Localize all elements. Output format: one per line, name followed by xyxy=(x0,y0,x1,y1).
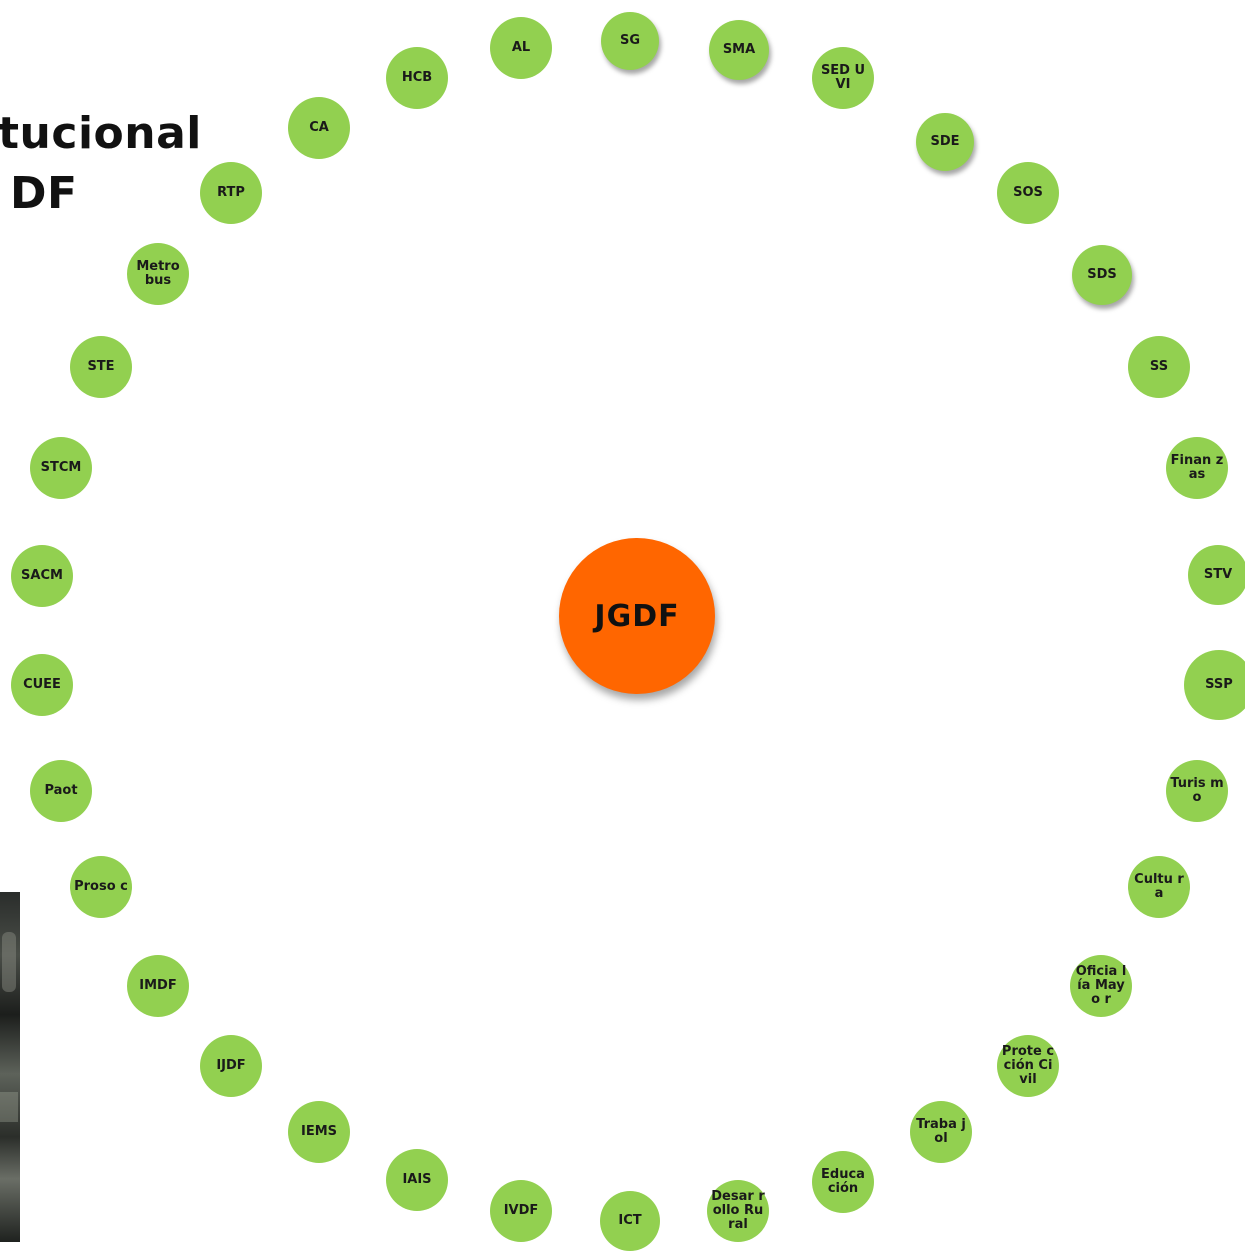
node-turismo: Turis mo xyxy=(1166,760,1228,822)
background-photo xyxy=(0,892,20,1242)
node-educacion: Educa ción xyxy=(812,1151,874,1213)
title-line-1: tucional xyxy=(0,108,202,159)
node-ivdf: IVDF xyxy=(490,1180,552,1242)
node-desarrollo-rural: Desar rollo Rural xyxy=(707,1180,769,1242)
node-cultura: Cultu ra xyxy=(1128,856,1190,918)
node-finanzas: Finan zas xyxy=(1166,437,1228,499)
node-iems: IEMS xyxy=(288,1101,350,1163)
node-cuee: CUEE xyxy=(11,654,73,716)
node-sds: SDS xyxy=(1072,245,1132,305)
node-imdf: IMDF xyxy=(127,955,189,1017)
node-sos: SOS xyxy=(997,162,1059,224)
node-rtp: RTP xyxy=(200,162,262,224)
node-al: AL xyxy=(490,17,552,79)
node-oficialia-mayor: Oficia lía Mayo r xyxy=(1070,955,1132,1017)
node-trabajo: Traba jol xyxy=(910,1101,972,1163)
node-ca: CA xyxy=(288,97,350,159)
node-ijdf: IJDF xyxy=(200,1035,262,1097)
node-sg: SG xyxy=(601,12,659,70)
node-metrobus: Metro bus xyxy=(127,243,189,305)
node-stv: STV xyxy=(1188,545,1245,605)
node-seduvi: SED UVI xyxy=(812,47,874,109)
node-sacm: SACM xyxy=(11,545,73,607)
node-ict: ICT xyxy=(600,1191,660,1251)
node-iais: IAIS xyxy=(386,1149,448,1211)
center-node-jgdf: JGDF xyxy=(559,538,715,694)
node-proteccion-civil: Prote cción Civil xyxy=(997,1035,1059,1097)
node-sma: SMA xyxy=(709,20,769,80)
node-stcm: STCM xyxy=(30,437,92,499)
node-paot: Paot xyxy=(30,760,92,822)
node-ste: STE xyxy=(70,336,132,398)
node-ssp: SSP xyxy=(1184,650,1245,720)
title-line-2: DF xyxy=(10,168,78,219)
node-sde: SDE xyxy=(916,113,974,171)
node-ss: SS xyxy=(1128,336,1190,398)
node-prosoc: Proso c xyxy=(70,856,132,918)
node-hcb: HCB xyxy=(386,47,448,109)
